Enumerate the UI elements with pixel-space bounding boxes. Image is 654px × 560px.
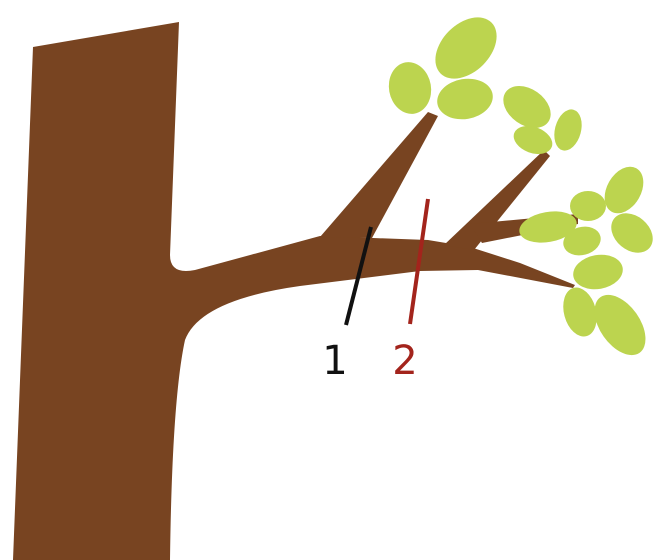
leaf [510,121,556,159]
leaf-cluster-lower-right [558,251,654,364]
leaf [603,205,654,261]
cut-label-2: 2 [392,338,417,384]
branch-twig-upper-left [320,112,438,238]
leaf-cluster-upper-right [495,77,586,159]
leaf [570,191,606,221]
leaf [550,106,586,153]
cut-label-1: 1 [322,338,347,384]
leaf [597,160,651,220]
leaf [434,74,496,123]
leaf [385,59,435,118]
leaf-cluster-top [385,6,509,124]
leaf [570,251,625,293]
leaf [424,6,509,91]
leaf-cluster-right [517,160,654,261]
